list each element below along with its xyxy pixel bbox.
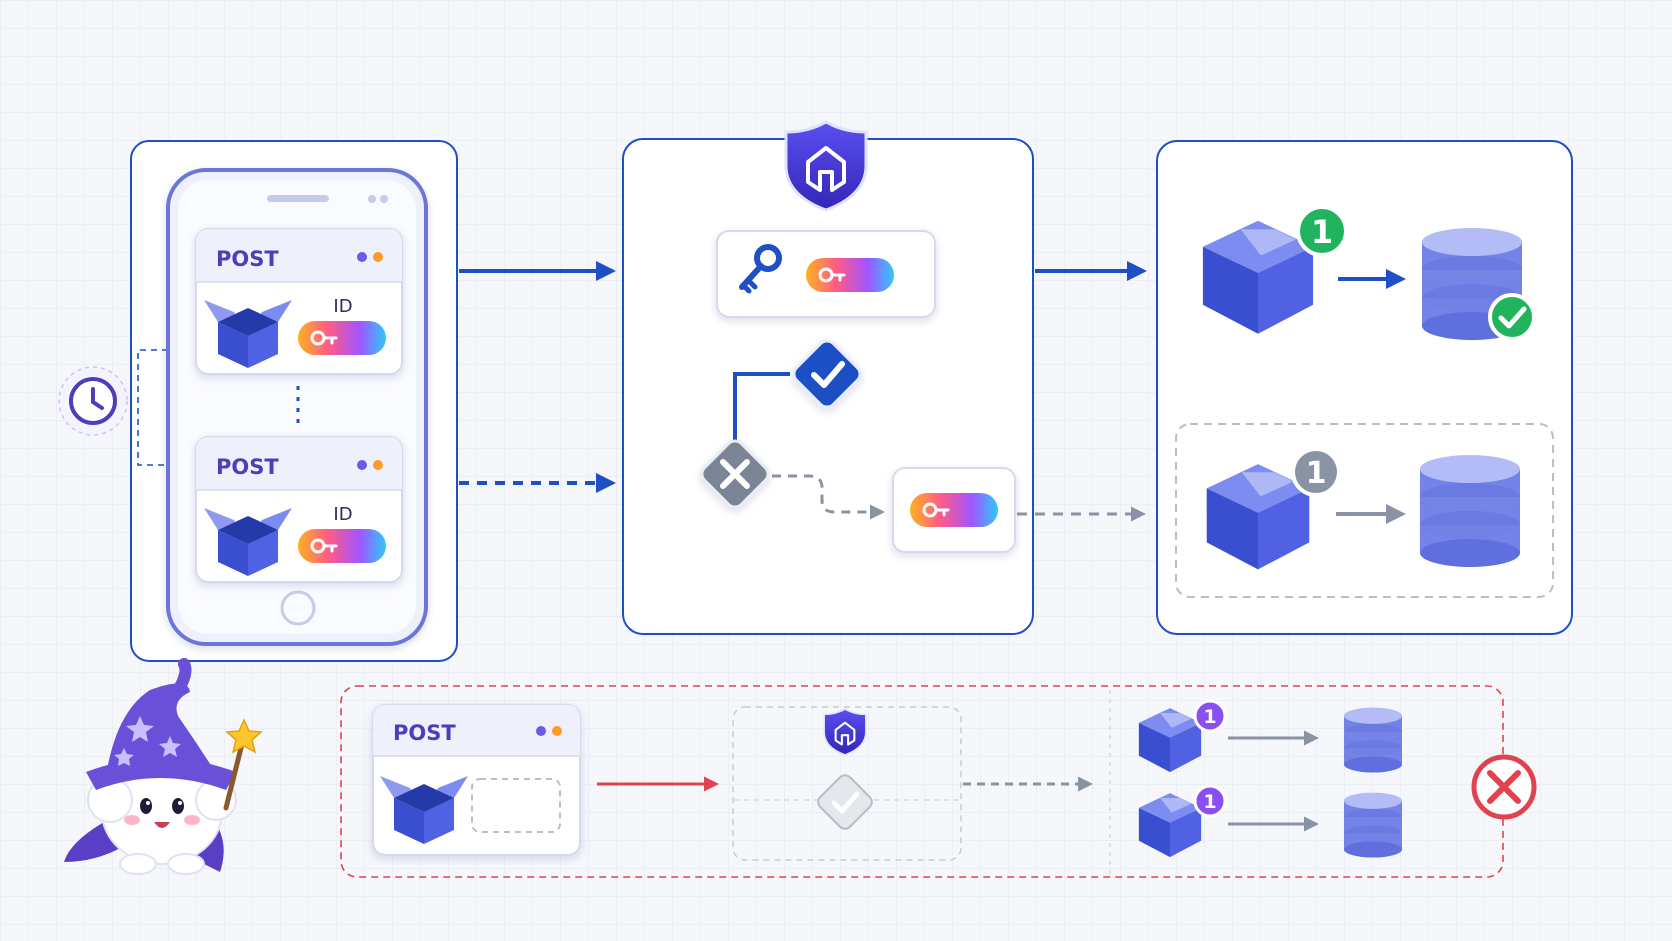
status-dot (373, 460, 383, 470)
count-badge (1193, 699, 1227, 733)
status-dot (373, 252, 383, 262)
count-badge-number: 1 (1306, 456, 1327, 491)
request-method: POST (216, 455, 279, 479)
error-icon (1471, 754, 1537, 820)
count-badge-number: 1 (1203, 706, 1216, 728)
status-dot (536, 726, 546, 736)
request-method: POST (393, 721, 456, 745)
check-diamond-icon (792, 339, 862, 409)
package-icon (1138, 708, 1202, 773)
request-id-label: ID (333, 296, 352, 317)
count-badge (1296, 205, 1348, 257)
status-dot (357, 460, 367, 470)
storage-lane: 1 (1206, 447, 1520, 570)
request-id-label: ID (333, 504, 352, 525)
count-badge-number: 1 (1311, 213, 1333, 251)
storage-lane: 1 (1138, 699, 1402, 773)
database-icon (1420, 455, 1520, 567)
wizard-mascot (64, 658, 263, 875)
idempotency-key-pill (296, 319, 388, 357)
idempotency-key-pill (804, 256, 896, 294)
storage-lane: 1 (1202, 205, 1536, 341)
count-badge-number: 1 (1203, 791, 1216, 813)
skipped-lane-frame (1175, 423, 1554, 598)
database-icon (1344, 707, 1402, 773)
status-dot (357, 252, 367, 262)
shield-icon (823, 708, 867, 756)
failure-scenario-frame (340, 685, 1504, 878)
database-icon (1344, 792, 1402, 858)
count-badge (1291, 447, 1341, 497)
package-icon (1138, 793, 1202, 858)
check-branch-line (733, 372, 790, 440)
request-method: POST (216, 247, 279, 271)
check-diamond-icon (817, 774, 873, 830)
clock-icon (69, 377, 117, 425)
storage-lane: 1 (1138, 784, 1402, 858)
cross-diamond-icon (700, 439, 770, 509)
missing-key-slot (471, 778, 561, 833)
count-badge (1193, 784, 1227, 818)
key-icon (739, 244, 782, 294)
idempotency-key-pill (908, 491, 1000, 529)
status-dot (552, 726, 562, 736)
bypassed-server-frame (732, 706, 962, 861)
retry-timer (58, 349, 168, 466)
duplicate-branch-arrow (772, 474, 885, 520)
idempotency-key-pill (296, 527, 388, 565)
success-check-icon (1488, 293, 1536, 341)
